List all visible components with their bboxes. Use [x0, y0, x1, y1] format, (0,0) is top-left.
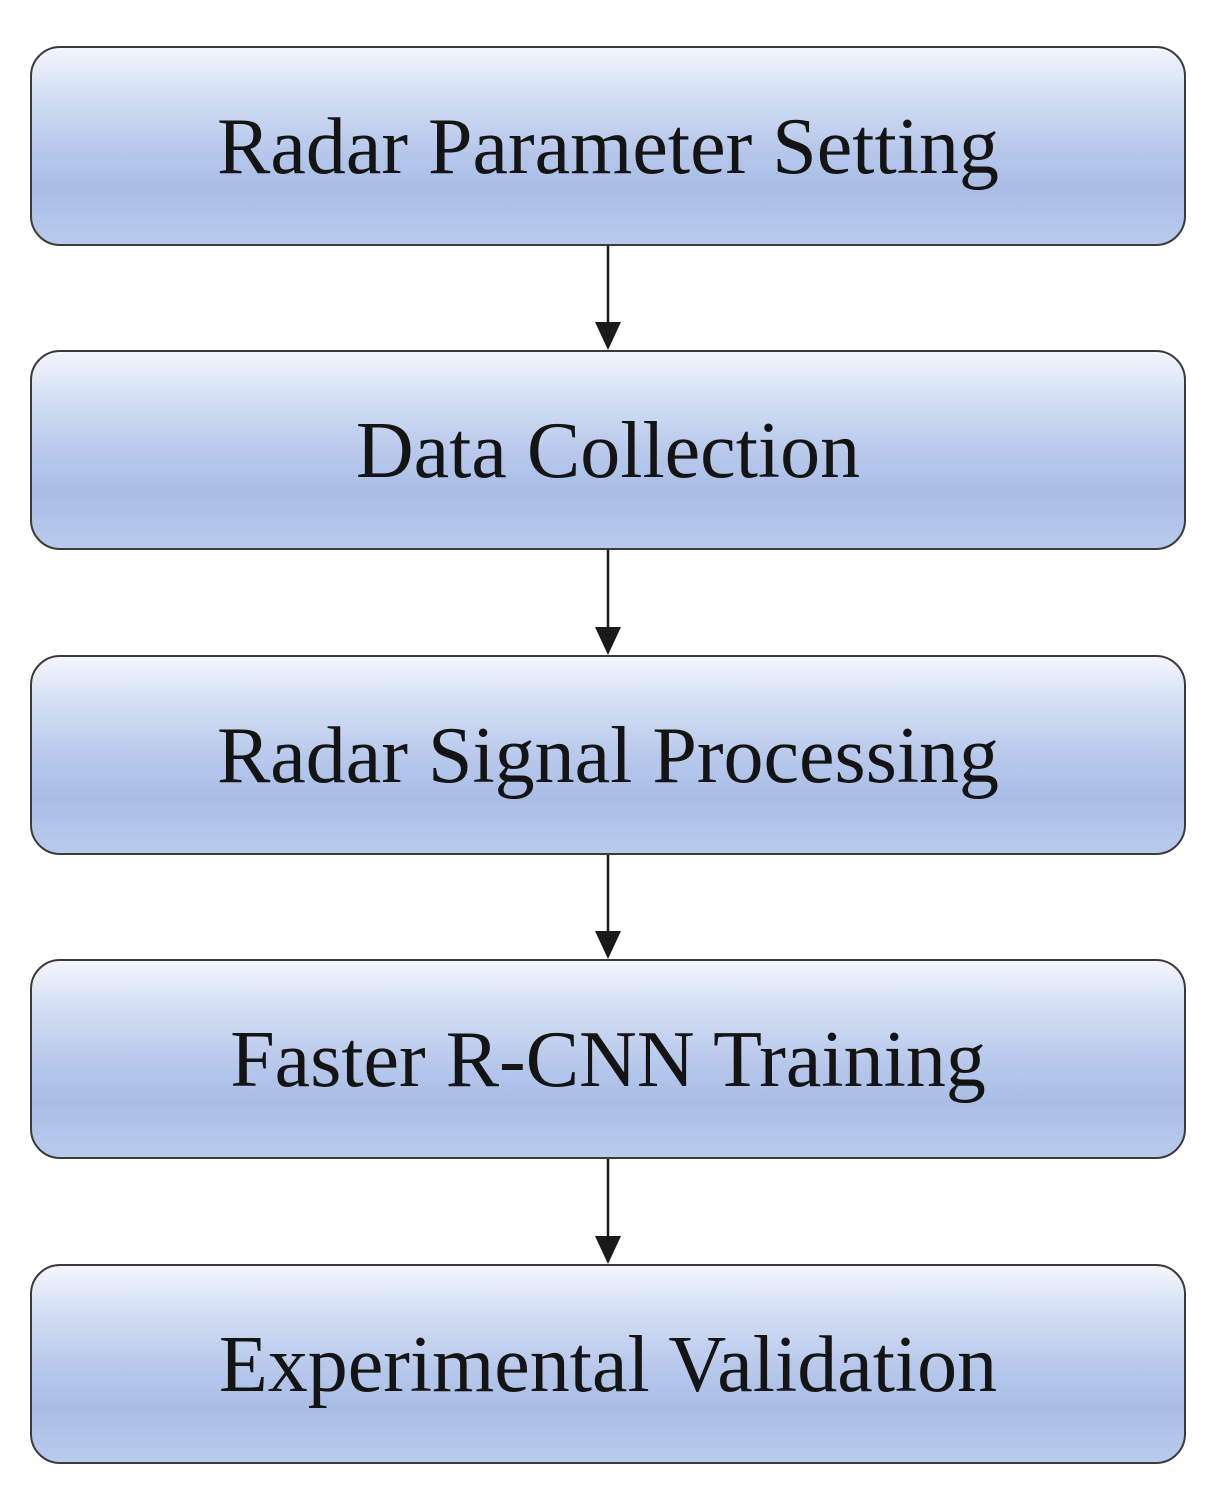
step-radar-signal-processing: Radar Signal Processing	[30, 655, 1186, 855]
step-radar-parameter-setting: Radar Parameter Setting	[30, 46, 1186, 246]
step-data-collection: Data Collection	[30, 350, 1186, 550]
step-faster-rcnn-training: Faster R-CNN Training	[30, 959, 1186, 1159]
step-label: Radar Signal Processing	[216, 712, 1000, 800]
arrow-down-icon	[593, 246, 623, 351]
arrow-down-icon	[593, 1159, 623, 1265]
step-experimental-validation: Experimental Validation	[30, 1264, 1186, 1464]
arrow-down-icon	[593, 855, 623, 960]
step-label: Faster R-CNN Training	[230, 1016, 986, 1104]
step-label: Experimental Validation	[218, 1321, 998, 1409]
step-label: Radar Parameter Setting	[217, 103, 999, 191]
step-label: Data Collection	[355, 407, 861, 495]
arrow-down-icon	[593, 550, 623, 656]
